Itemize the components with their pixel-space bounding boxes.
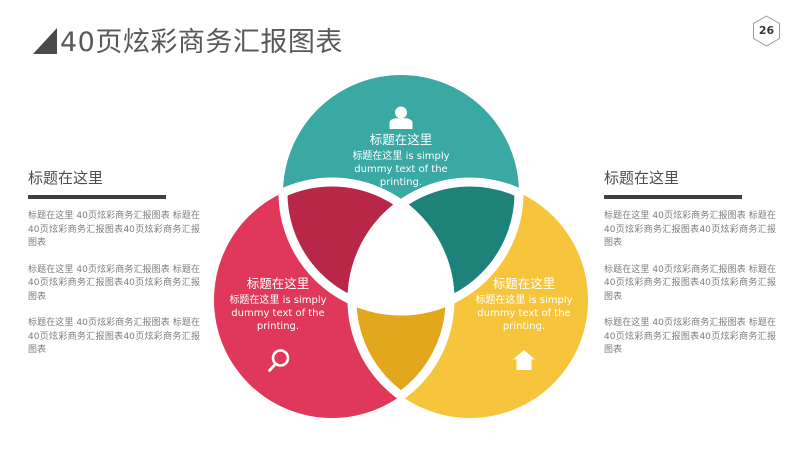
venn-right-line2: dummy text of the	[477, 308, 570, 319]
venn-left-line1: 标题在这里 is simply	[229, 293, 326, 306]
page-title: 40页炫彩商务汇报图表	[60, 27, 343, 58]
search-icon	[268, 349, 290, 372]
left-column-paragraph: 标题在这里 40页炫彩商务汇报图表 标题在40页炫彩商务汇报图表40页炫彩商务汇…	[28, 318, 200, 355]
right-column-heading: 标题在这里	[604, 169, 680, 187]
venn-top-title: 标题在这里	[370, 132, 433, 147]
right-column-paragraph: 标题在这里 40页炫彩商务汇报图表 标题在40页炫彩商务汇报图表40页炫彩商务汇…	[604, 318, 776, 355]
page-header: 40页炫彩商务汇报图表 26	[0, 0, 800, 80]
left-text-column: 标题在这里 标题在这里 40页炫彩商务汇报图表 标题在40页炫彩商务汇报图表40…	[28, 168, 200, 358]
venn-top-line3: printing.	[380, 177, 422, 188]
right-column-paragraph: 标题在这里 40页炫彩商务汇报图表 标题在40页炫彩商务汇报图表40页炫彩商务汇…	[604, 264, 776, 302]
venn-right-content: 标题在这里 标题在这里 is simply dummy text of the …	[475, 276, 573, 370]
right-column-paragraph: 标题在这里 40页炫彩商务汇报图表 标题在40页炫彩商务汇报图表40页炫彩商务汇…	[604, 211, 776, 248]
page-number-badge: 26	[752, 15, 781, 47]
venn-top-content: 标题在这里 标题在这里 is simply dummy text of the …	[352, 106, 450, 188]
venn-right-line3: printing.	[503, 321, 545, 332]
venn-right-line1: 标题在这里 is simply	[475, 293, 572, 306]
left-column-heading: 标题在这里	[28, 169, 104, 187]
person-icon	[389, 106, 413, 129]
left-column-rule	[28, 195, 166, 199]
right-text-column: 标题在这里 标题在这里 40页炫彩商务汇报图表 标题在40页炫彩商务汇报图表40…	[604, 168, 776, 358]
venn-left-title: 标题在这里	[247, 276, 310, 291]
venn-right-title: 标题在这里	[493, 276, 556, 291]
venn-left-line3: printing.	[257, 321, 299, 332]
venn-top-line2: dummy text of the	[354, 164, 447, 175]
left-column-paragraph: 标题在这里 40页炫彩商务汇报图表 标题在40页炫彩商务汇报图表40页炫彩商务汇…	[28, 264, 200, 302]
home-icon	[513, 350, 535, 370]
venn-diagram: 标题在这里 标题在这里 is simply dummy text of the …	[200, 66, 602, 428]
left-column-paragraph: 标题在这里 40页炫彩商务汇报图表 标题在40页炫彩商务汇报图表40页炫彩商务汇…	[28, 211, 200, 248]
hexagon-icon	[753, 15, 780, 47]
venn-left-content: 标题在这里 标题在这里 is simply dummy text of the …	[229, 276, 327, 372]
page-number-text: 26	[758, 24, 775, 37]
title-group: 40页炫彩商务汇报图表	[33, 27, 343, 59]
triangle-icon	[33, 28, 57, 54]
right-column-rule	[604, 195, 742, 199]
venn-top-line1: 标题在这里 is simply	[352, 149, 449, 162]
venn-left-line2: dummy text of the	[231, 308, 324, 319]
